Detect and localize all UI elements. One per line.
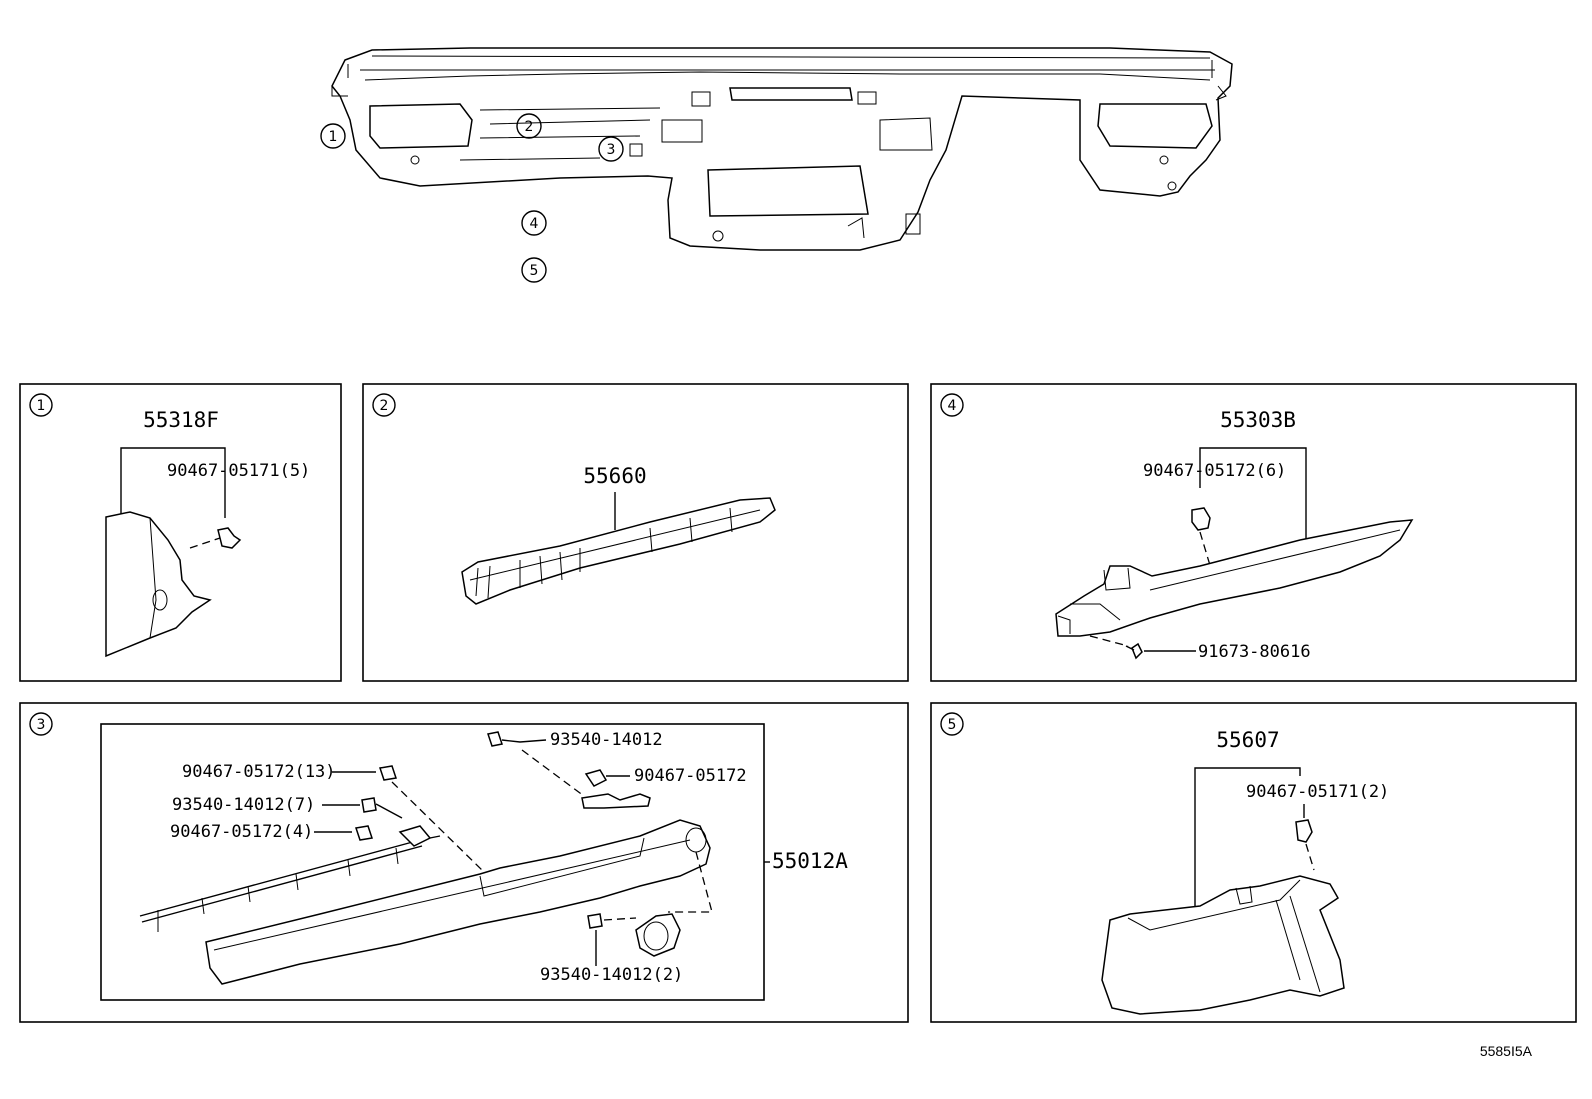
panel-3-part-screw-7: 93540-14012(7) [172, 795, 315, 815]
panel-3-assembly-number: 55012A [772, 849, 848, 873]
panel-1-assembly-number: 55318F [143, 408, 219, 432]
glove-box-part [1101, 875, 1345, 1015]
overview-callout-2: 2 [516, 113, 542, 139]
side-cover-part [105, 511, 212, 658]
clip-icon-5 [1295, 819, 1313, 843]
instrument-panel-overview: 1 2 3 4 5 [320, 47, 1233, 283]
panel-3: 3 55012A 93540-14012 90467-05172(13) 904… [19, 702, 909, 1023]
panel-4: 4 55303B 90467-05172(6) 91673-80616 [930, 383, 1577, 682]
panel-2: 2 55660 [362, 383, 909, 682]
panel-5-index: 5 [948, 717, 957, 733]
panel-5-assembly-number: 55607 [1216, 728, 1279, 752]
panel-4-part-bolt: 91673-80616 [1198, 642, 1311, 662]
panel-1: 1 55318F 90467-05171(5) [19, 383, 342, 682]
overview-callout-1-label: 1 [329, 129, 338, 145]
panel-3-part-clip-13: 90467-05172(13) [182, 762, 336, 782]
panel-5-part-clip: 90467-05171(2) [1246, 782, 1389, 802]
panel-5: 5 55607 90467-05171(2) [930, 702, 1577, 1023]
overview-callout-1: 1 [320, 123, 346, 149]
panel-3-part-screw-2: 93540-14012(2) [540, 965, 683, 985]
clip-icon [217, 527, 242, 549]
lower-trim-part [205, 819, 711, 985]
panel-3-part-clip-right: 90467-05172 [634, 766, 747, 786]
overview-callout-3-label: 3 [607, 142, 616, 158]
panel-4-index: 4 [948, 398, 957, 414]
panel-1-index: 1 [37, 398, 46, 414]
panel-4-assembly-number: 55303B [1220, 408, 1296, 432]
panel-3-part-clip-4: 90467-05172(4) [170, 822, 313, 842]
register-part [461, 497, 776, 605]
panel-4-part-clip: 90467-05172(6) [1143, 461, 1286, 481]
panel-3-index: 3 [37, 717, 46, 733]
panel-1-part-clip: 90467-05171(5) [167, 461, 310, 481]
panel-2-assembly-number: 55660 [583, 464, 646, 488]
clip-icon-4 [1191, 507, 1211, 531]
lower-panel-part [1055, 519, 1414, 637]
overview-callout-2-label: 2 [525, 119, 534, 135]
overview-callout-3: 3 [598, 136, 624, 162]
overview-callout-5: 5 [521, 257, 547, 283]
overview-callout-4-label: 4 [530, 216, 539, 232]
overview-callout-5-label: 5 [530, 263, 539, 279]
panel-2-index: 2 [380, 398, 389, 414]
overview-callout-4: 4 [521, 210, 547, 236]
panel-3-part-screw: 93540-14012 [550, 730, 663, 750]
panel-1-index-circle [29, 393, 53, 417]
diagram-reference-id: 5585I5A [1480, 1043, 1533, 1059]
